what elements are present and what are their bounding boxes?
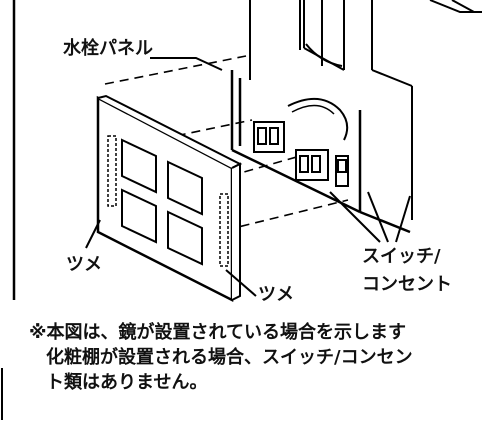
frame-top-right bbox=[429, 0, 482, 13]
note-text: ※本図は、鏡が設置されている場合を示します 化粧棚が設置される場合、スイッチ/コ… bbox=[29, 320, 481, 395]
cabinet-body bbox=[249, 0, 413, 220]
outlet-lower bbox=[295, 149, 329, 181]
claw-label-left: ツメ bbox=[66, 254, 102, 275]
leader-lines bbox=[85, 57, 411, 297]
hose bbox=[287, 98, 349, 141]
faucet-panel-label: 水栓パネル bbox=[63, 38, 153, 59]
switch-unit bbox=[335, 155, 349, 187]
frame-top-right-inner bbox=[451, 0, 475, 13]
claw-label-right: ツメ bbox=[258, 284, 294, 305]
outlet-upper bbox=[253, 121, 285, 153]
switch-outlet-label-line2: コンセント bbox=[362, 274, 452, 295]
hose-inner bbox=[291, 104, 335, 115]
note-line-1: ※本図は、鏡が設置されている場合を示します bbox=[29, 322, 406, 343]
faucet-panel bbox=[96, 94, 243, 303]
note-line-3: ト類はありません。 bbox=[46, 372, 208, 393]
switch-outlet-label-line1: スイッチ/ bbox=[362, 246, 441, 267]
note-line-2: 化粧棚が設置される場合、スイッチ/コンセン bbox=[46, 347, 413, 368]
